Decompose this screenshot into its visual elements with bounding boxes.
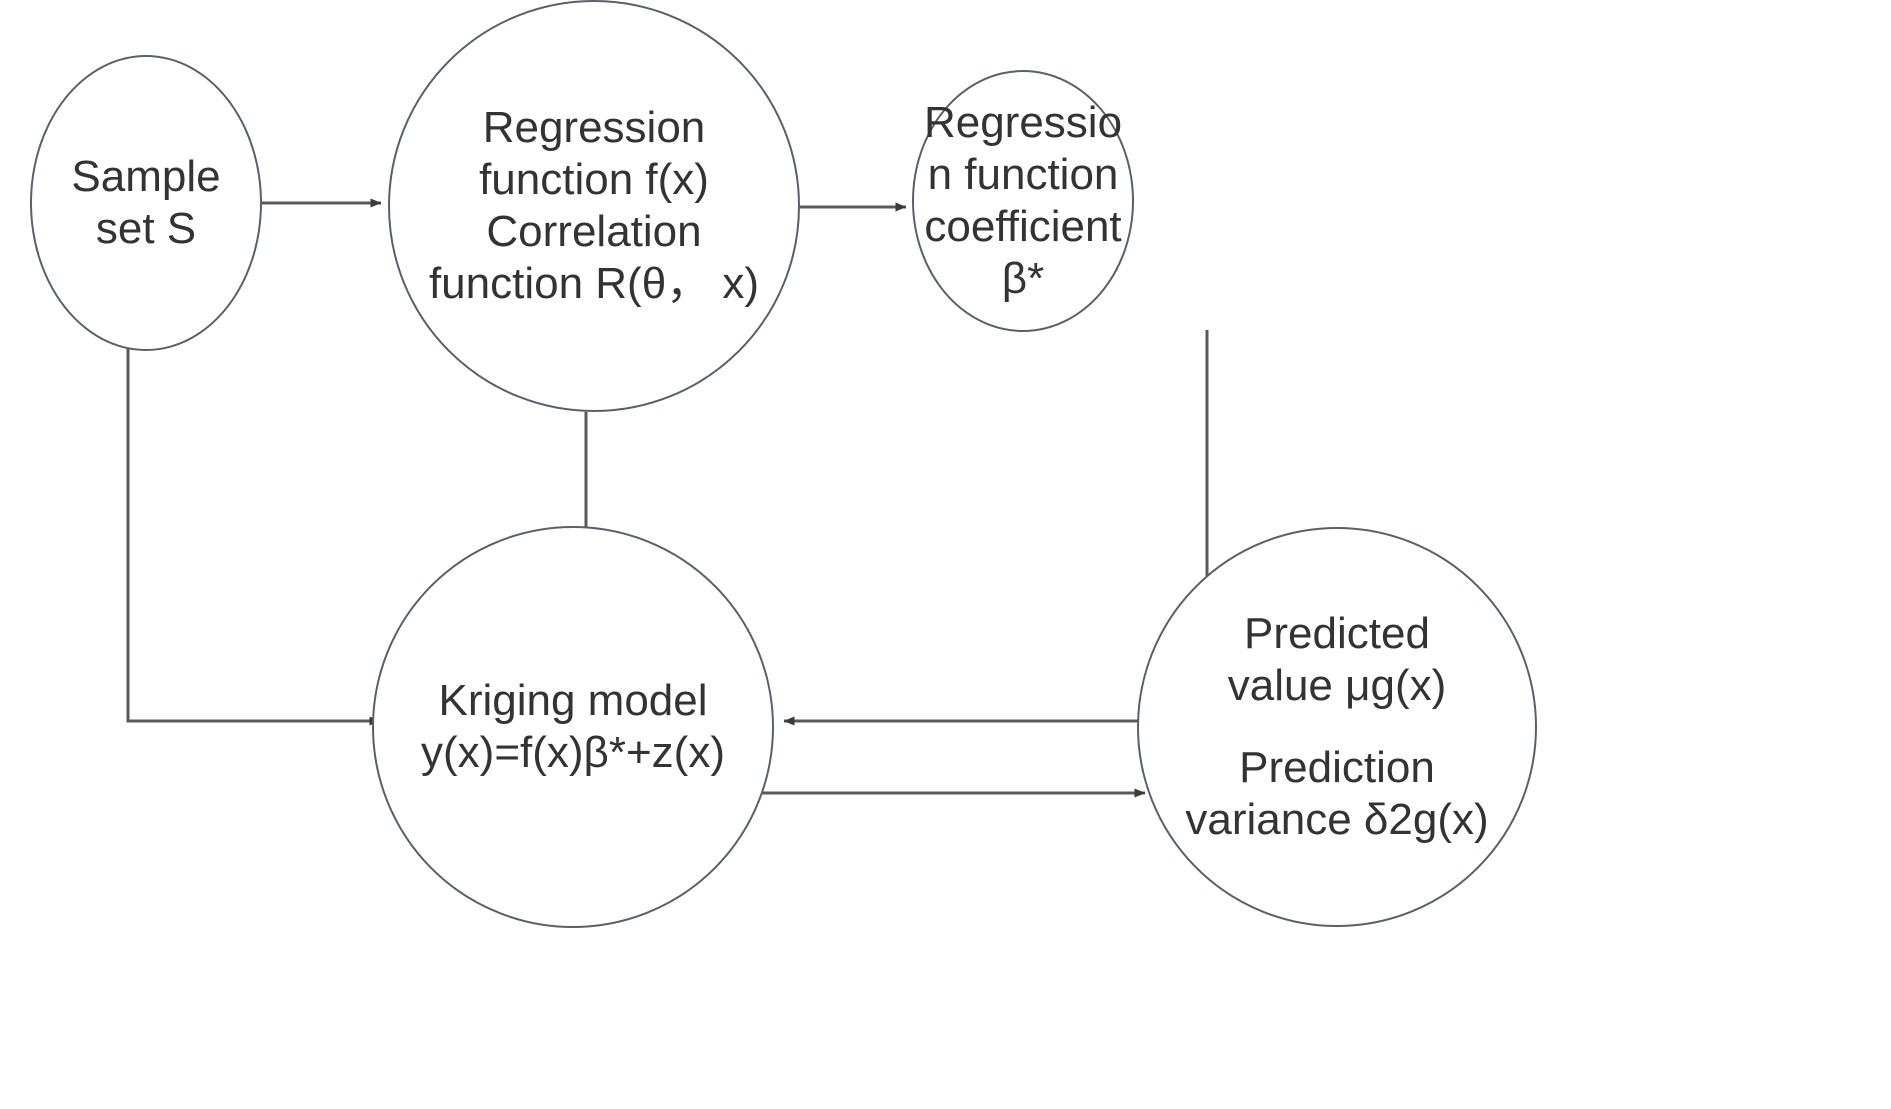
node-predicted-output[interactable]: Predicted value μg(x) Prediction varianc…	[1137, 527, 1537, 927]
edge-coefficient-to-kriging	[783, 330, 1209, 726]
node-regression-function-line-4: function R(θ， x)	[428, 258, 760, 308]
node-kriging-model-line-2: y(x)=f(x)β*+z(x)	[421, 728, 725, 777]
node-predicted-output-line-2: value μg(x)	[1227, 660, 1447, 710]
node-regression-coefficient[interactable]: Regressio n function coefficient β*	[912, 70, 1134, 332]
node-regression-coefficient-line-4: β*	[1001, 253, 1045, 303]
node-predicted-output-line-4: variance δ2g(x)	[1185, 795, 1489, 845]
node-sample-set-line-2: set S	[95, 204, 197, 253]
edge-sample-to-kriging	[126, 348, 381, 726]
node-regression-function-line-3: Correlation	[486, 207, 702, 256]
node-sample-set[interactable]: Sample set S	[30, 55, 262, 351]
node-regression-coefficient-line-1: Regressio	[923, 98, 1123, 148]
node-kriging-model-line-1: Kriging model	[438, 676, 708, 726]
node-regression-function[interactable]: Regression function f(x) Correlation fun…	[388, 0, 800, 412]
node-regression-function-line-2: function f(x)	[479, 155, 709, 205]
node-regression-coefficient-line-2: n function	[927, 150, 1119, 200]
node-predicted-output-line-3: Prediction	[1239, 743, 1435, 793]
node-regression-function-line-1: Regression	[482, 103, 706, 153]
node-predicted-output-line-1: Predicted	[1244, 608, 1430, 658]
node-kriging-model[interactable]: Kriging model y(x)=f(x)β*+z(x)	[372, 526, 774, 928]
node-sample-set-line-1: Sample	[71, 152, 221, 202]
node-regression-coefficient-line-3: coefficient	[924, 202, 1122, 251]
